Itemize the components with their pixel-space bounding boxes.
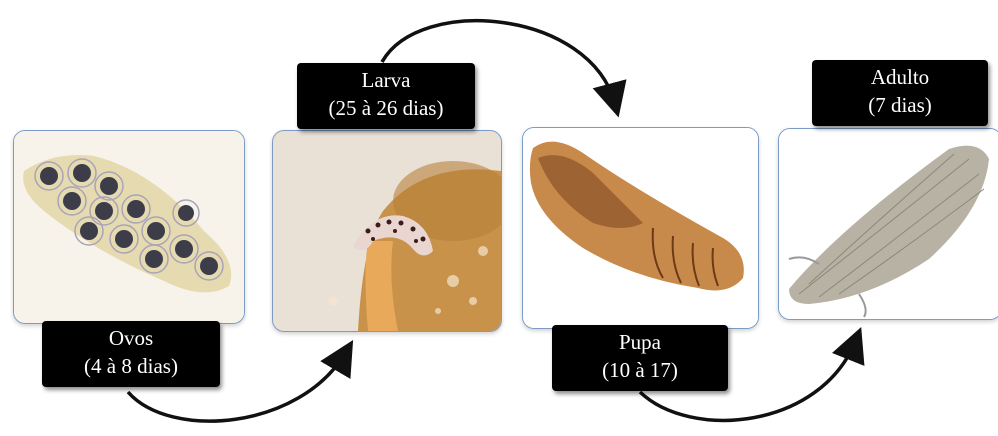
eggs-image-panel <box>13 130 245 324</box>
adult-image-panel <box>778 128 998 320</box>
moth-photo-icon <box>779 129 998 319</box>
stage-duration: (10 à 17) <box>552 356 728 384</box>
larva-photo-icon <box>273 131 501 331</box>
eggs-photo-icon <box>14 131 244 323</box>
stage-label-larva: Larva (25 à 26 dias) <box>297 63 475 129</box>
pupa-photo-icon <box>523 128 758 328</box>
stage-name: Adulto <box>812 63 988 91</box>
stage-label-adulto: Adulto (7 dias) <box>812 60 988 126</box>
pupa-image-panel <box>522 127 759 329</box>
stage-duration: (7 dias) <box>812 91 988 119</box>
stage-name: Pupa <box>552 328 728 356</box>
stage-duration: (25 à 26 dias) <box>297 94 475 122</box>
larva-image-panel <box>272 130 502 332</box>
stage-name: Ovos <box>42 324 220 352</box>
stage-name: Larva <box>297 66 475 94</box>
stage-label-ovos: Ovos (4 à 8 dias) <box>42 321 220 387</box>
stage-label-pupa: Pupa (10 à 17) <box>552 325 728 391</box>
stage-duration: (4 à 8 dias) <box>42 352 220 380</box>
